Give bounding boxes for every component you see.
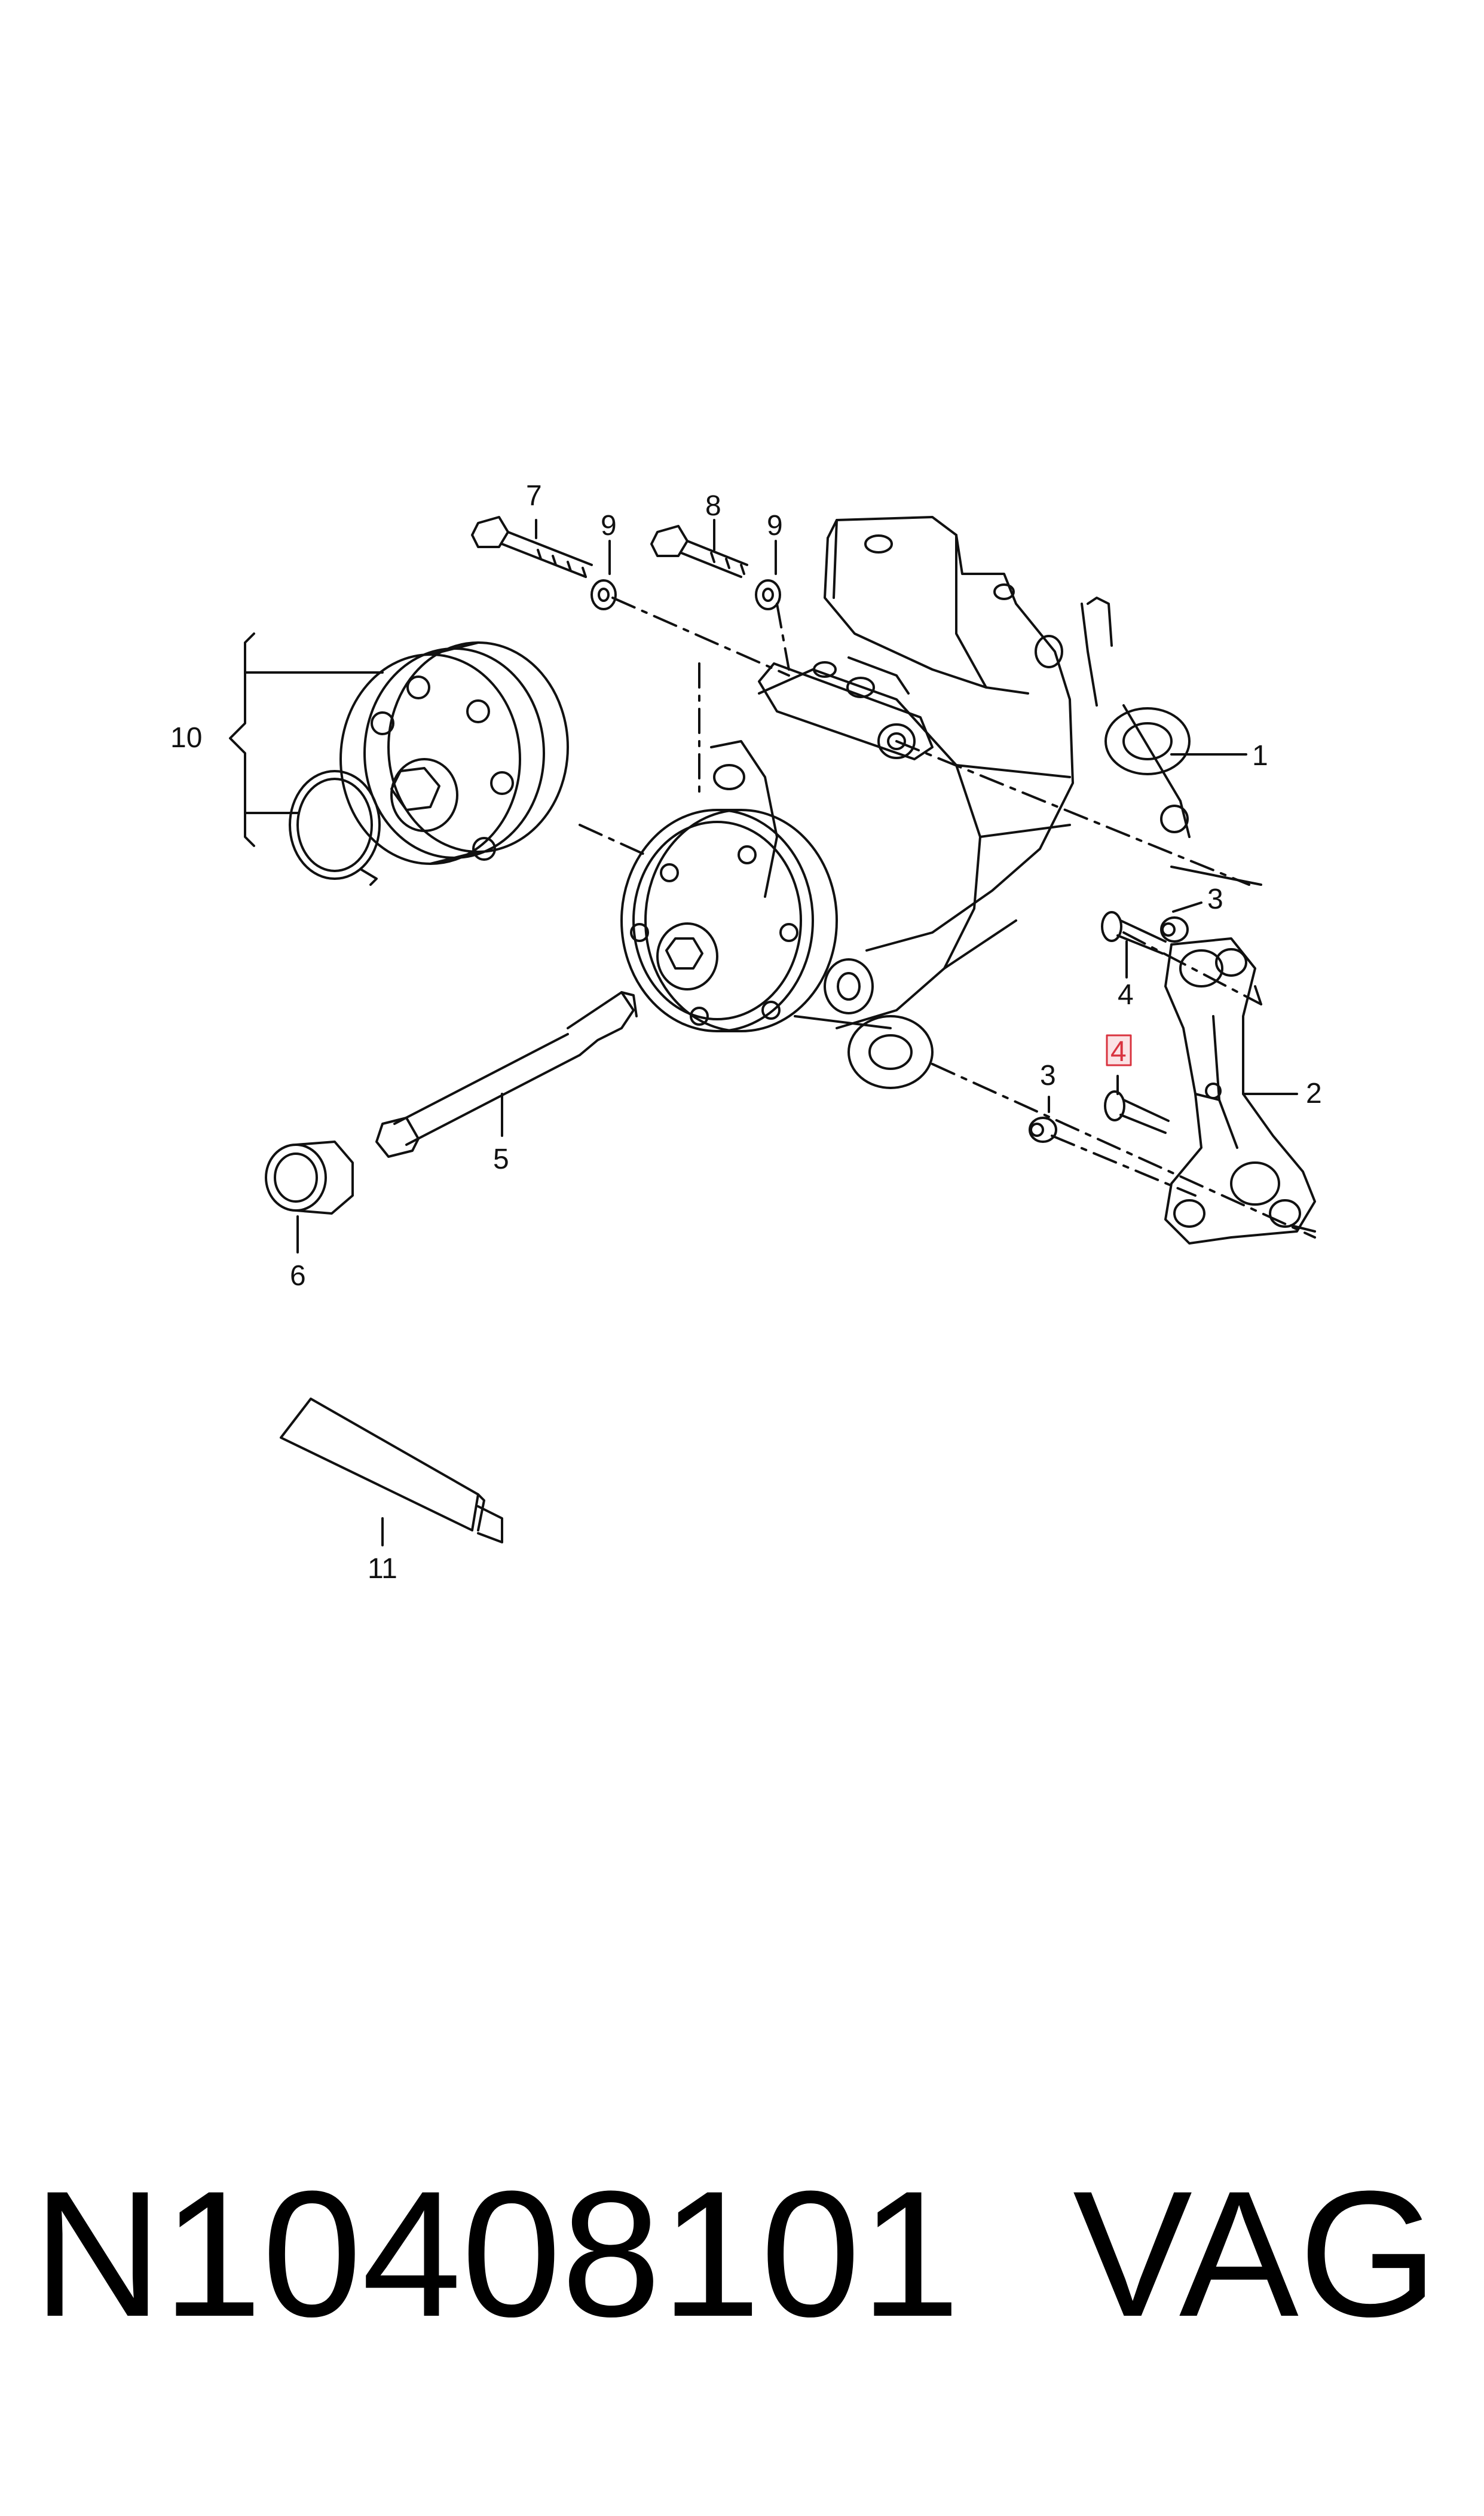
callout-4a: 4 <box>1118 979 1134 1011</box>
group-bracket-10 <box>229 632 384 847</box>
callout-4b: 4 <box>1110 1036 1127 1068</box>
seal-cap <box>265 1141 354 1215</box>
callout-7: 7 <box>526 480 542 512</box>
bushing-3a <box>1160 916 1189 943</box>
brand-caption: VAG <box>1073 2153 1439 2354</box>
part-number-caption: N10408101 <box>33 2153 960 2354</box>
callout-5: 5 <box>493 1144 509 1175</box>
clutch-pulley-exploded <box>339 641 569 865</box>
bushing-3b <box>1029 1117 1057 1143</box>
callout-2: 2 <box>1306 1078 1322 1109</box>
axis-lines <box>579 597 1316 1239</box>
washer-9b <box>755 579 781 610</box>
callout-1: 1 <box>1252 740 1268 772</box>
threaded-stud <box>375 991 638 1158</box>
solid-axis-lines <box>1170 866 1316 1233</box>
leader-lines <box>296 519 1298 1546</box>
callout-3b: 3 <box>1040 1060 1056 1092</box>
callout-3a: 3 <box>1207 883 1223 915</box>
snap-ring <box>289 770 381 886</box>
callout-6: 6 <box>290 1260 306 1292</box>
bolt-4a <box>1101 911 1167 955</box>
washer-9a <box>590 579 617 610</box>
compressor-body <box>620 516 1191 1089</box>
callout-9a: 9 <box>601 510 617 542</box>
callout-10: 10 <box>170 722 202 754</box>
callouts: 7 9 8 9 1 3 4 4 2 3 5 6 10 11 <box>170 480 1322 1585</box>
bolt-8 <box>650 525 748 578</box>
callout-11: 11 <box>368 1553 397 1585</box>
bolt-7 <box>471 516 593 578</box>
callout-8: 8 <box>705 490 721 522</box>
bolt-4b <box>1104 1090 1170 1134</box>
callout-4b-highlight-box <box>1106 1034 1132 1066</box>
mounting-bracket <box>1164 937 1316 1245</box>
grease-tube <box>280 1398 503 1543</box>
callout-9b: 9 <box>767 510 783 542</box>
